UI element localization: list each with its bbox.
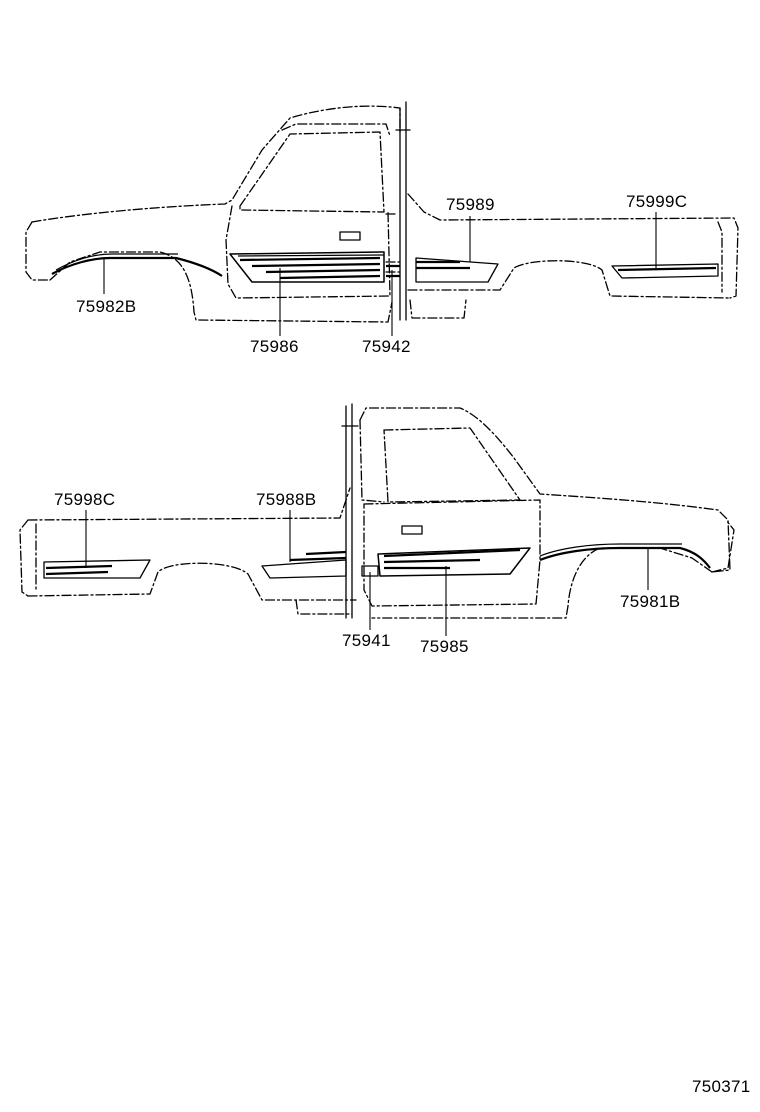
figure-id: 750371 <box>692 1077 751 1096</box>
front-fender-outline <box>31 105 401 223</box>
part-label-75941: 75941 <box>342 631 391 650</box>
front-wheel-arch <box>49 251 393 323</box>
truck-right-side-view <box>25 101 739 323</box>
bed-tailgate <box>717 221 723 293</box>
bed-side-lower <box>407 260 731 299</box>
cab-window-outline <box>383 427 521 503</box>
stripe-75999C-shape <box>611 263 719 279</box>
bed-front-lower <box>295 599 353 615</box>
stripe-75941-shape <box>361 565 379 577</box>
part-label-75989: 75989 <box>446 195 495 214</box>
door-handle <box>401 525 423 535</box>
part-label-75982B: 75982B <box>76 297 136 316</box>
stripe-75989-shape <box>415 257 499 283</box>
part-labels: 75989 75999C 75982B 75986 75942 75998C 7… <box>54 192 751 1096</box>
part-label-75986: 75986 <box>250 337 299 356</box>
bed-side-lower <box>27 562 357 601</box>
bed-top-rail <box>407 193 739 299</box>
stripe-75988B-shape <box>261 550 347 579</box>
cab-back-lower <box>385 213 401 273</box>
truck-left-side-view <box>19 403 735 619</box>
part-label-75998C: 75998C <box>54 490 115 509</box>
cab-back-pillar <box>395 101 411 321</box>
stripe-75981B-shape <box>539 543 711 569</box>
front-bumper-outline <box>25 221 51 281</box>
door-handle <box>339 231 361 241</box>
part-label-75999C: 75999C <box>626 192 687 211</box>
stripe-75986-shape <box>229 251 385 283</box>
cab-window-outline <box>239 131 385 213</box>
bed-front-lower <box>409 299 467 319</box>
leader-lines <box>85 212 657 636</box>
cab-roof-outline <box>359 407 731 573</box>
stripe-75985-shape <box>377 547 531 577</box>
stripe-75998C-shape <box>43 559 151 579</box>
stripe-75942-shape <box>386 264 400 278</box>
bed-top-rail <box>19 487 351 597</box>
door-outline <box>363 499 541 607</box>
stripe-75982B-shape <box>51 253 223 277</box>
cab-back-pillar <box>341 403 359 619</box>
cab-roof-inner <box>281 123 391 137</box>
front-bumper-outline <box>711 519 735 573</box>
part-label-75942: 75942 <box>362 337 411 356</box>
part-label-75981B: 75981B <box>620 592 680 611</box>
part-label-75988B: 75988B <box>256 490 316 509</box>
cab-front-inner <box>359 419 385 503</box>
door-outline <box>225 205 391 299</box>
part-label-75985: 75985 <box>420 637 469 656</box>
